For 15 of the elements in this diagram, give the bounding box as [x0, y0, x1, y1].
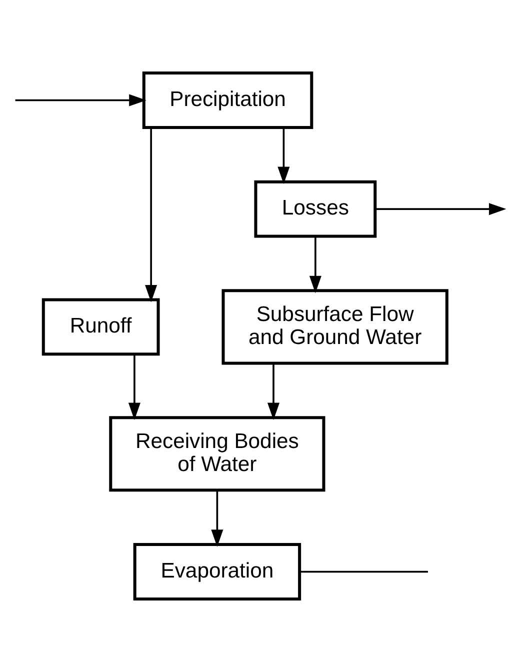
- node-box: Runoff: [42, 298, 160, 356]
- arrow: [267, 364, 280, 420]
- arrow: [278, 128, 290, 184]
- node-box: Subsurface Flow and Ground Water: [222, 289, 448, 365]
- arrow: [15, 94, 146, 106]
- node-box: Receiving Bodies of Water: [109, 416, 326, 492]
- node-box: Precipitation: [142, 72, 314, 129]
- arrow: [145, 128, 158, 302]
- arrow: [375, 203, 506, 216]
- node-box: Evaporation: [133, 543, 302, 600]
- node-box: Losses: [254, 180, 377, 238]
- arrow: [128, 354, 140, 420]
- connector: [300, 570, 428, 573]
- arrow: [211, 490, 224, 547]
- arrow: [309, 236, 322, 294]
